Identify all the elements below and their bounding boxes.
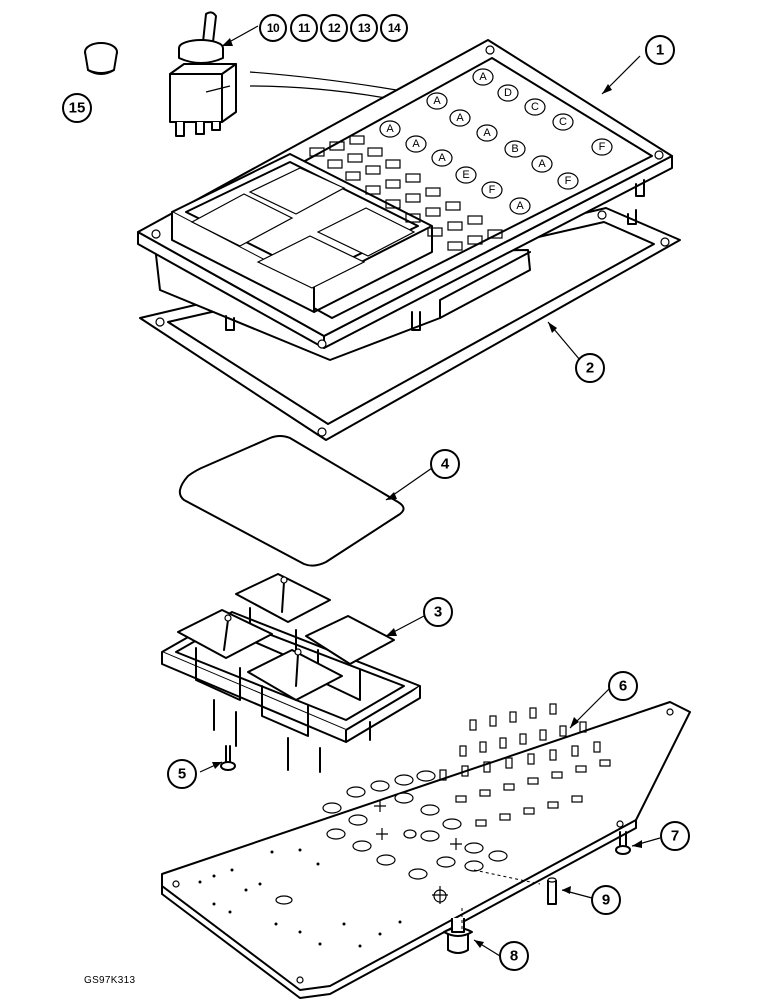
callout-11: 11 [290,14,318,42]
lens-sheet-part-4 [178,435,405,567]
svg-text:4: 4 [441,456,450,473]
callout-14: 14 [380,14,408,42]
svg-text:12: 12 [328,21,341,35]
connector-part-8 [443,918,473,954]
switch-label: D [504,87,512,99]
callout-13: 13 [350,14,378,42]
svg-text:5: 5 [178,766,186,783]
gauge-module-part-3 [161,573,421,773]
svg-text:15: 15 [69,100,86,117]
instrument-panel-part-1: A D C C A A A B A F A A A E [137,39,673,361]
callout-6: 6 [608,671,638,701]
switch-label: A [456,112,464,124]
circuit-board-part-6 [161,701,691,999]
callout-9: 9 [591,885,621,915]
switch-label: E [462,169,469,181]
plug-part-15 [84,42,118,75]
callout-10: 10 [259,14,287,42]
switch-label: A [438,152,446,164]
svg-text:8: 8 [510,948,518,965]
switch-label: F [489,184,496,196]
drawing-reference-code: GS97K313 [84,975,136,986]
callout-8: 8 [499,941,529,971]
callout-1: 1 [645,35,675,65]
svg-text:10: 10 [267,21,280,35]
switch-label: A [479,71,487,83]
svg-text:1: 1 [656,42,664,59]
switch-position-labels: A D C C A A A B A F A A A E [379,68,613,215]
callout-7: 7 [660,821,690,851]
svg-text:11: 11 [298,21,311,35]
switch-label: B [511,143,518,155]
switch-label: F [599,141,606,153]
svg-text:14: 14 [388,21,401,35]
switch-label: F [565,175,572,187]
svg-text:7: 7 [671,828,679,845]
callout-15: 15 [62,93,92,123]
switch-label: A [516,200,524,212]
switch-label: C [559,116,567,128]
callout-2: 2 [575,353,605,383]
switch-label: A [538,158,546,170]
alignment-line [473,869,541,885]
switch-label: A [483,127,491,139]
svg-text:9: 9 [602,892,610,909]
callout-5: 5 [167,759,197,789]
callout-4: 4 [430,449,460,479]
switch-label: A [386,123,394,135]
callout-12: 12 [320,14,348,42]
callout-3: 3 [423,597,453,627]
switch-label: C [531,101,539,113]
svg-text:13: 13 [358,21,371,35]
switch-label: A [412,138,420,150]
screw-part-7 [615,831,631,855]
svg-text:6: 6 [619,678,627,695]
svg-text:3: 3 [434,604,442,621]
svg-text:2: 2 [586,360,594,377]
pin-part-9 [547,877,557,905]
toggle-switch-parts-10-14 [169,11,237,137]
switch-label: A [433,95,441,107]
screw-part-5 [220,745,236,771]
